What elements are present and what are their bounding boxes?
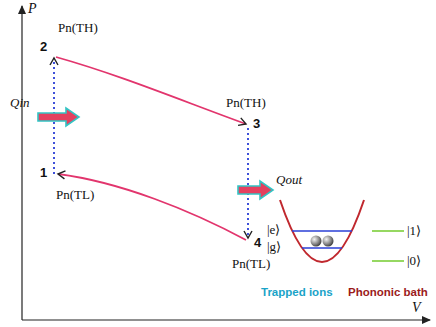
point-number: 2: [40, 40, 47, 54]
ket-label: |0⟩: [407, 254, 421, 268]
state-label: Pn(TH): [58, 21, 98, 35]
point-number: 1: [40, 166, 47, 180]
ion: [323, 236, 334, 247]
excited-level: [292, 230, 352, 231]
adiabat-4-1: [58, 174, 246, 240]
heat-out-arrow: [238, 181, 273, 199]
isochore-3-4: [247, 128, 249, 238]
point-number: 4: [254, 236, 261, 250]
adiabat-2-3: [56, 57, 246, 124]
caption-label: Phononic bath: [348, 286, 428, 299]
heat-label: Qout: [276, 173, 302, 187]
ket-label: |g⟩: [267, 240, 281, 254]
ground-level: [302, 247, 342, 248]
state-label: Pn(TL): [56, 188, 94, 202]
axis-label: V: [412, 300, 421, 315]
heat-label: Qin: [10, 96, 30, 110]
ket-label: |e⟩: [267, 223, 280, 237]
v-axis: [22, 319, 430, 320]
state-label: Pn(TL): [232, 257, 270, 271]
point-number: 3: [253, 117, 260, 131]
bath-level-1: [372, 230, 404, 232]
caption-label: Trapped ions: [261, 286, 333, 299]
trap-potential: [280, 200, 364, 262]
heat-in-arrow: [38, 108, 79, 126]
ket-label: |1⟩: [407, 224, 421, 238]
bath-level-0: [372, 260, 404, 262]
axis-label: P: [28, 1, 37, 16]
state-label: Pn(TH): [226, 96, 266, 110]
ion: [311, 236, 322, 247]
p-axis: [21, 6, 22, 320]
